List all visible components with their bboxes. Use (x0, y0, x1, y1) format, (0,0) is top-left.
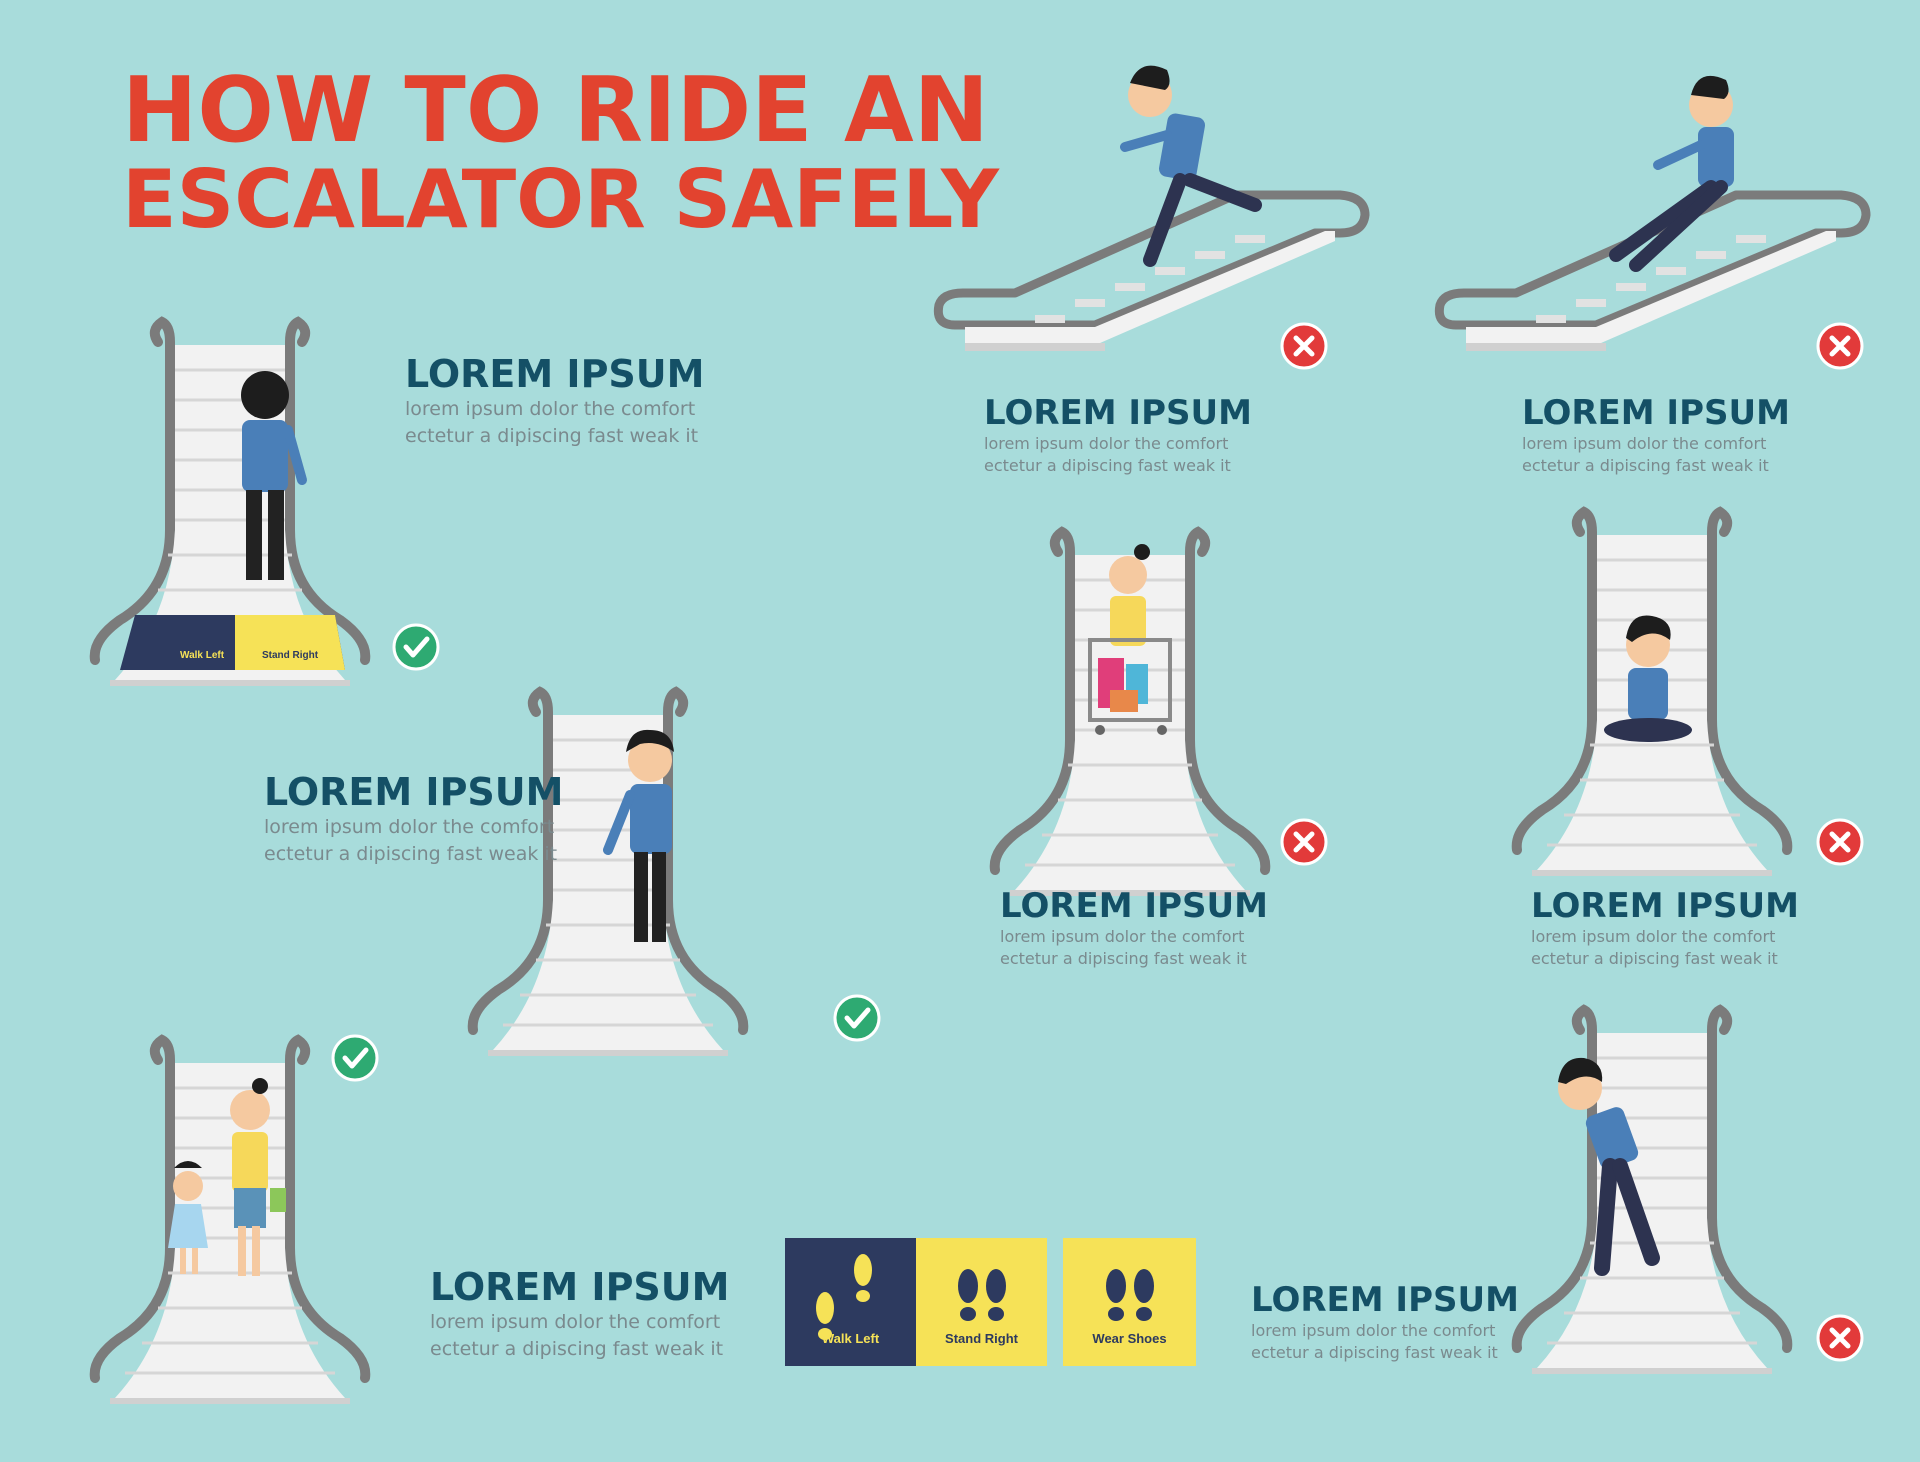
escalator-hold-handrail (473, 692, 744, 1056)
escalator-no-leaning (1517, 1010, 1788, 1374)
caption-body-line-1: lorem ipsum dolor the comfort (1531, 927, 1776, 946)
page-title: HOW TO RIDE AN ESCALATOR SAFELY (122, 66, 999, 240)
caption-body-line-1: lorem ipsum dolor the comfort (405, 398, 696, 420)
sign-wear-shoes-label: Wear Shoes (1092, 1331, 1167, 1346)
person-leaning (1558, 1057, 1660, 1276)
dont-badge-4 (1818, 820, 1862, 864)
woman-with-cart (1088, 544, 1172, 735)
caption-body-line-2: ectetur a dipiscing fast weak it (1531, 949, 1778, 968)
caption-body-line-1: lorem ipsum dolor the comfort (984, 434, 1229, 453)
caption-hold-handrail: LOREM IPSUM lorem ipsum dolor the comfor… (264, 770, 624, 868)
caption-hold-child: LOREM IPSUM lorem ipsum dolor the comfor… (430, 1265, 790, 1363)
sign-stand-right-footprints (916, 1238, 1047, 1366)
sign-stand-right: Stand Right (916, 1238, 1047, 1366)
caption-body-line-2: ectetur a dipiscing fast weak it (1522, 456, 1769, 475)
caption-body-line-1: lorem ipsum dolor the comfort (1000, 927, 1245, 946)
mother-and-child (168, 1078, 286, 1276)
title-line-2: ESCALATOR SAFELY (122, 153, 999, 246)
do-badge-1 (394, 625, 438, 669)
caption-no-cart: LOREM IPSUM lorem ipsum dolor the comfor… (1000, 886, 1360, 970)
caption-heading: LOREM IPSUM (984, 393, 1252, 433)
sign-walk-left-footprints (785, 1238, 916, 1366)
caption-heading: LOREM IPSUM (1251, 1280, 1519, 1320)
caption-body-line-2: ectetur a dipiscing fast weak it (430, 1338, 724, 1360)
person-sitting (1604, 615, 1692, 742)
caption-body-line-2: ectetur a dipiscing fast weak it (1000, 949, 1247, 968)
caption-body-line-2: ectetur a dipiscing fast weak it (405, 425, 699, 447)
do-badge-3 (333, 1036, 377, 1080)
caption-body-line-1: lorem ipsum dolor the comfort (430, 1311, 721, 1333)
title-line-1: HOW TO RIDE AN (122, 58, 989, 163)
escalator-stand-right (95, 322, 366, 686)
caption-body-line-2: ectetur a dipiscing fast weak it (984, 456, 1231, 475)
caption-body-line-1: lorem ipsum dolor the comfort (264, 816, 555, 838)
caption-body-line-2: ectetur a dipiscing fast weak it (264, 843, 558, 865)
caption-no-leaning: LOREM IPSUM lorem ipsum dolor the comfor… (1251, 1280, 1611, 1364)
person-running (1120, 65, 1262, 267)
escalator-no-cart (995, 532, 1266, 896)
dont-badge-3 (1282, 820, 1326, 864)
do-badge-2 (835, 996, 879, 1040)
caption-heading: LOREM IPSUM (430, 1265, 730, 1309)
sign-stand-right-label: Stand Right (945, 1331, 1018, 1346)
person-standing-back (241, 371, 307, 580)
caption-heading: LOREM IPSUM (1000, 886, 1268, 926)
caption-heading: LOREM IPSUM (1531, 886, 1799, 926)
caption-no-sitting: LOREM IPSUM lorem ipsum dolor the comfor… (1531, 886, 1891, 970)
mat-stand-right-label: Stand Right (262, 650, 319, 661)
caption-stand-right: LOREM IPSUM lorem ipsum dolor the comfor… (405, 352, 765, 450)
dont-badge-1 (1282, 324, 1326, 368)
mat-walk-left-label: Walk Left (180, 650, 225, 661)
person-holding-rail (603, 729, 674, 942)
caption-body-line-1: lorem ipsum dolor the comfort (1251, 1321, 1496, 1340)
caption-heading: LOREM IPSUM (405, 352, 705, 396)
caption-body-line-2: ectetur a dipiscing fast weak it (1251, 1343, 1498, 1362)
escalator-hold-child (95, 1040, 366, 1404)
escalator-no-sliding (1439, 75, 1866, 351)
escalator-no-running (938, 65, 1365, 351)
sign-walk-left: Walk Left (785, 1238, 916, 1366)
caption-heading: LOREM IPSUM (1522, 393, 1790, 433)
escalator-no-sitting (1517, 512, 1788, 876)
sign-walk-left-label: Walk Left (821, 1331, 880, 1346)
dont-badge-5 (1818, 1316, 1862, 1360)
caption-no-running: LOREM IPSUM lorem ipsum dolor the comfor… (984, 393, 1344, 477)
person-sliding (1609, 75, 1734, 272)
caption-body-line-1: lorem ipsum dolor the comfort (1522, 434, 1767, 453)
caption-no-sliding: LOREM IPSUM lorem ipsum dolor the comfor… (1522, 393, 1882, 477)
sign-wear-shoes-footprints (1063, 1238, 1196, 1366)
dont-badge-2 (1818, 324, 1862, 368)
caption-heading: LOREM IPSUM (264, 770, 564, 814)
sign-wear-shoes: Wear Shoes (1063, 1238, 1196, 1366)
